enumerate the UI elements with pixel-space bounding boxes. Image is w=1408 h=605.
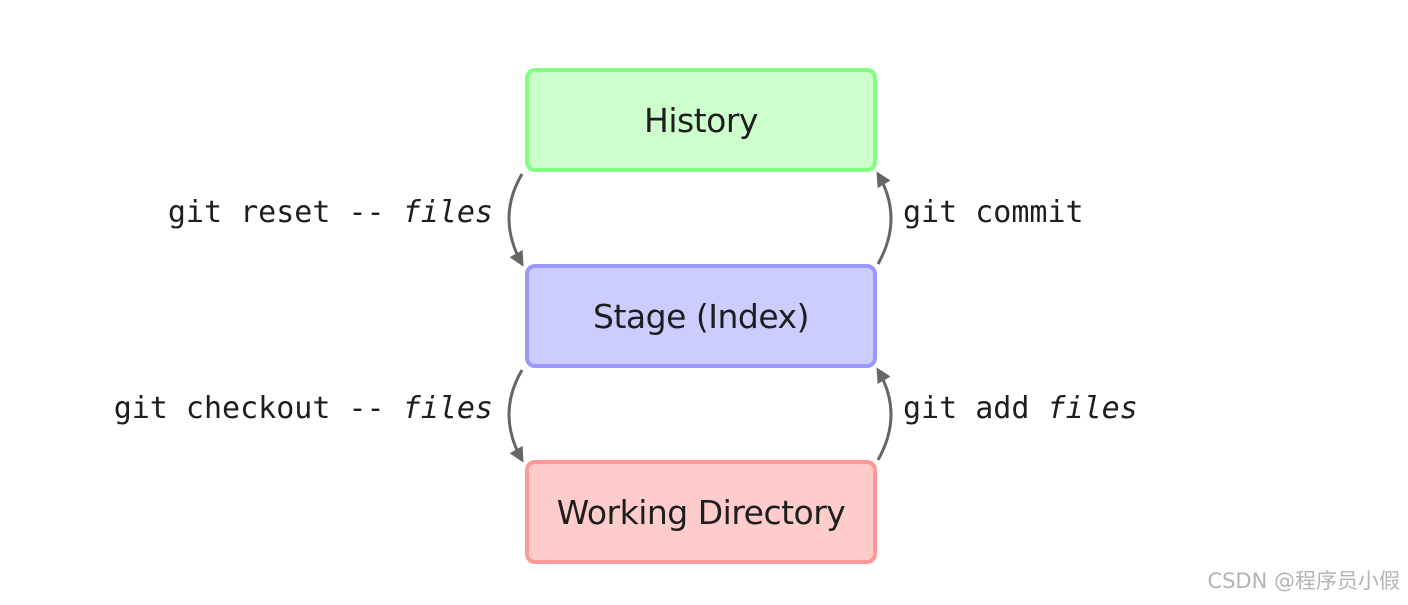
stage-index-box: Stage (Index)	[525, 264, 877, 368]
git-reset-arg: files	[402, 195, 493, 230]
git-commit-label: git commit	[903, 198, 1084, 228]
git-checkout-command: git checkout --	[113, 391, 385, 426]
git-add-label: git add files	[903, 394, 1138, 424]
stage-index-label: Stage (Index)	[593, 296, 809, 336]
history-label: History	[644, 100, 758, 140]
arrow-add	[876, 367, 893, 461]
arrow-reset	[507, 173, 524, 267]
git-commit-command: git commit	[903, 195, 1084, 230]
git-reset-command: git reset --	[167, 195, 385, 230]
arrow-commit	[876, 171, 893, 265]
arrow-checkout	[507, 369, 524, 463]
git-add-arg: files	[1047, 391, 1138, 426]
watermark: CSDN @程序员小假	[1207, 569, 1400, 593]
git-checkout-label: git checkout -- files	[114, 394, 493, 424]
git-checkout-arg: files	[402, 391, 493, 426]
git-add-command: git add	[903, 391, 1030, 426]
history-box: History	[525, 68, 877, 172]
working-directory-label: Working Directory	[556, 492, 846, 532]
working-directory-box: Working Directory	[525, 460, 877, 564]
git-reset-label: git reset -- files	[168, 198, 493, 228]
